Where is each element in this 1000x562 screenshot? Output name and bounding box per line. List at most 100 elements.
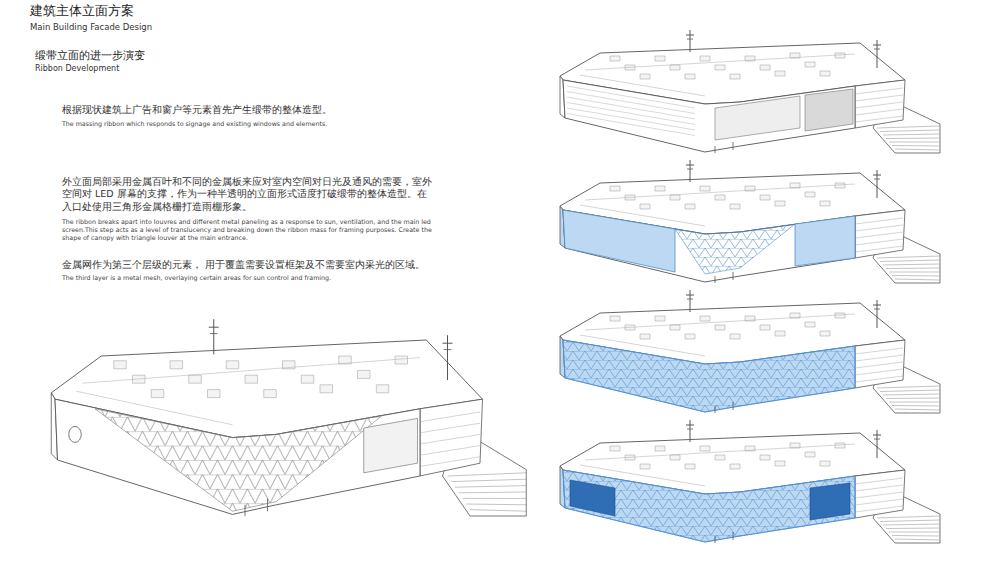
window-line: [855, 506, 903, 512]
roof-equipment: [730, 464, 740, 469]
canopy-mesh: [95, 409, 383, 511]
mast-bar: [874, 439, 880, 440]
roof-equipment: [700, 56, 710, 61]
stair-step: [463, 498, 527, 499]
stair-step: [883, 134, 940, 135]
roof-equipment: [685, 204, 695, 209]
window-line: [855, 225, 903, 231]
column: [733, 142, 734, 150]
mast-bar: [686, 35, 694, 36]
roof-equipment: [114, 361, 127, 369]
stair-step: [889, 272, 940, 273]
billboard: [805, 89, 853, 131]
ribbon-facade: [563, 470, 855, 542]
window-line: [855, 348, 903, 354]
stair-step: [455, 486, 526, 488]
stair-step: [895, 279, 940, 280]
mast-bar: [687, 39, 693, 40]
roof-equipment: [655, 316, 665, 321]
roof-equipment: [760, 455, 770, 460]
mast-bar: [209, 327, 219, 328]
window-line: [567, 92, 695, 114]
stair-step: [895, 149, 940, 150]
mast-bar: [210, 333, 218, 334]
window-line: [855, 102, 903, 108]
roof-equipment: [760, 325, 770, 330]
signage-panel: [364, 418, 418, 472]
stair-step: [886, 528, 940, 530]
dark-panel: [570, 480, 615, 516]
metal-mesh: [563, 340, 855, 412]
column: [715, 536, 716, 543]
column: [733, 272, 734, 280]
roof-equipment: [700, 186, 710, 191]
mast-bar: [873, 435, 881, 436]
roof-equipment: [835, 313, 845, 318]
mast-bar: [873, 175, 881, 176]
stair-step: [889, 142, 940, 143]
stair-step: [889, 402, 940, 403]
window-line: [420, 457, 480, 467]
column: [715, 406, 716, 413]
mast-bar: [874, 179, 880, 180]
side-face: [855, 210, 905, 258]
roof-equipment: [358, 370, 371, 378]
window-line: [420, 446, 480, 456]
mast: [447, 335, 448, 380]
window-line: [855, 369, 903, 375]
annotation-text: The ribbon breaks apart into louvres and…: [62, 218, 442, 243]
side-face: [855, 80, 905, 128]
stair-step: [886, 268, 940, 270]
stair-step: [880, 130, 940, 132]
stair-step: [892, 535, 940, 537]
stair-step: [889, 532, 940, 533]
roof-edge-line: [585, 314, 855, 330]
window-line: [567, 108, 695, 130]
roof-equipment: [715, 455, 725, 460]
column: [733, 532, 734, 540]
window-line: [855, 355, 903, 361]
roof-equipment: [760, 65, 770, 70]
window-line: [855, 95, 903, 101]
roof-equipment: [208, 390, 221, 398]
side-face: [855, 340, 905, 388]
roof-equipment: [301, 375, 314, 383]
mast: [877, 40, 878, 68]
page-title: 建筑主体立面方案: [30, 3, 330, 20]
facade-logo: [69, 426, 82, 442]
roof-equipment: [670, 455, 680, 460]
mast: [877, 300, 878, 328]
building-sketch: [560, 290, 940, 413]
dark-panel: [810, 483, 850, 520]
roof-equipment: [700, 446, 710, 451]
roof-equipment: [640, 464, 650, 469]
stair-step: [883, 264, 940, 265]
window-line: [855, 109, 903, 115]
mast: [877, 430, 878, 458]
roof-equipment: [151, 390, 164, 398]
annotation-text: The third layer is a metal mesh, overlay…: [62, 274, 442, 282]
stair-step: [883, 394, 940, 395]
roof-equipment: [715, 195, 725, 200]
mast-bar: [686, 165, 694, 166]
mast: [213, 319, 214, 354]
roof-equipment: [320, 385, 333, 393]
annotation-text: 根据现状建筑上广告和窗户等元素首先产生缎带的整体造型。: [62, 104, 442, 116]
mast: [690, 30, 691, 52]
roof-equipment: [264, 390, 277, 398]
annotation-text: Main Building Facade Design: [30, 22, 330, 33]
roof-equipment: [685, 334, 695, 339]
window-line: [855, 88, 903, 94]
window-line: [420, 412, 480, 422]
roof-equipment: [715, 65, 725, 70]
roof-equipment: [670, 195, 680, 200]
side-face: [420, 399, 483, 476]
roof-edge-line: [585, 184, 855, 200]
roof-edge-line: [585, 444, 855, 460]
window-line: [855, 232, 903, 238]
annotation-text: The massing ribbon which responds to sig…: [62, 120, 442, 128]
roof-equipment: [610, 56, 620, 61]
roof-equipment: [610, 186, 620, 191]
roof-equipment: [700, 316, 710, 321]
roof-equipment: [670, 325, 680, 330]
